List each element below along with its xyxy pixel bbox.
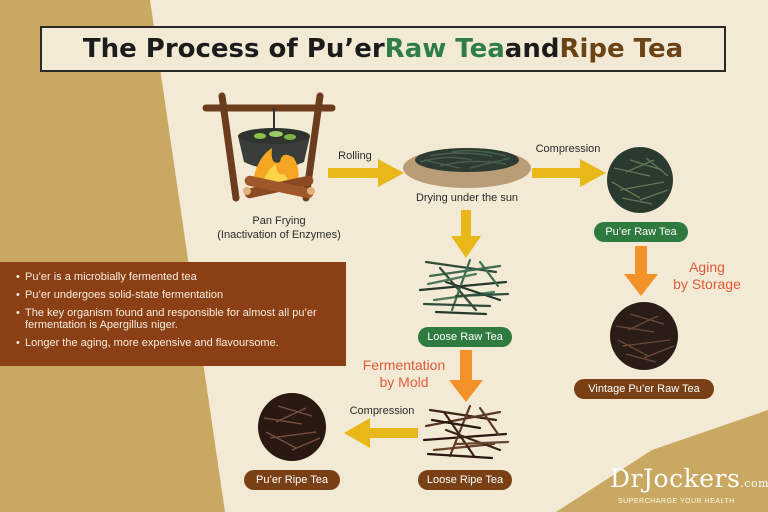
title-text: The Process of Pu’er [82, 34, 385, 64]
facts-box: Pu’er is a microbially fermented tea Pu’… [0, 262, 346, 366]
page-title: The Process of Pu’er Raw Tea and Ripe Te… [40, 26, 726, 72]
logo-tagline: SUPERCHARGE YOUR HEALTH [618, 498, 735, 505]
loose-raw-tea-pile [418, 258, 510, 316]
fermentation-line1: Fermentation [362, 357, 446, 373]
fermentation-label: Fermentation by Mold [346, 357, 462, 391]
drying-label: Drying under the sun [415, 192, 519, 204]
fact-item: Pu’er is a microbially fermented tea [16, 271, 336, 283]
ripe-tea-cake [258, 393, 326, 461]
fact-item: The key organism found and responsible f… [16, 307, 336, 331]
logo-wordmark: DrJockers.com [610, 464, 768, 497]
left-tan-band [0, 0, 225, 512]
fact-item: Pu’er undergoes solid-state fermentation [16, 289, 336, 301]
puer-raw-tea-badge: Pu’er Raw Tea [594, 222, 688, 242]
title-and: and [504, 34, 560, 64]
arrow-compression-bottom [344, 418, 418, 448]
arrow-compression-top [532, 159, 606, 187]
rolling-label: Rolling [338, 150, 372, 162]
pan-frying-subtitle: (Inactivation of Enzymes) [217, 229, 341, 241]
title-raw-tea: Raw Tea [384, 34, 505, 64]
arrow-fermentation-down [449, 350, 483, 402]
drying-tea-mound [403, 148, 531, 188]
arrow-aging-down [624, 246, 658, 296]
drjockers-logo: DrJockers.com SUPERCHARGE YOUR HEALTH [610, 464, 768, 506]
corner-tan-shape [556, 410, 768, 512]
aging-line2: by Storage [673, 276, 741, 292]
loose-ripe-tea-badge: Loose Ripe Tea [418, 470, 512, 490]
compression-top-label: Compression [535, 143, 601, 155]
aging-label: Aging by Storage [652, 259, 762, 293]
arrow-rolling [328, 159, 404, 187]
logo-name: DrJockers [610, 464, 741, 493]
pan-frying-label: Pan Frying (Inactivation of Enzymes) [214, 214, 344, 242]
arrow-drying-down [451, 210, 481, 258]
facts-list: Pu’er is a microbially fermented tea Pu’… [16, 271, 336, 349]
title-ripe-tea: Ripe Tea [559, 34, 684, 64]
fermentation-line2: by Mold [379, 374, 429, 390]
pan-frying-title: Pan Frying [252, 215, 306, 227]
vintage-tea-cake [610, 302, 678, 370]
compression-bottom-label: Compression [349, 405, 415, 417]
loose-raw-tea-badge: Loose Raw Tea [418, 327, 512, 347]
pan-frying-illustration [202, 92, 336, 202]
vintage-raw-tea-badge: Vintage Pu’er Raw Tea [574, 379, 714, 399]
logo-suffix: .com [740, 477, 768, 490]
fact-item: Longer the aging, more expensive and fla… [16, 337, 336, 349]
loose-ripe-tea-pile [422, 404, 510, 460]
aging-line1: Aging [689, 259, 725, 275]
raw-tea-cake [607, 147, 673, 213]
puer-ripe-tea-badge: Pu’er Ripe Tea [244, 470, 340, 490]
